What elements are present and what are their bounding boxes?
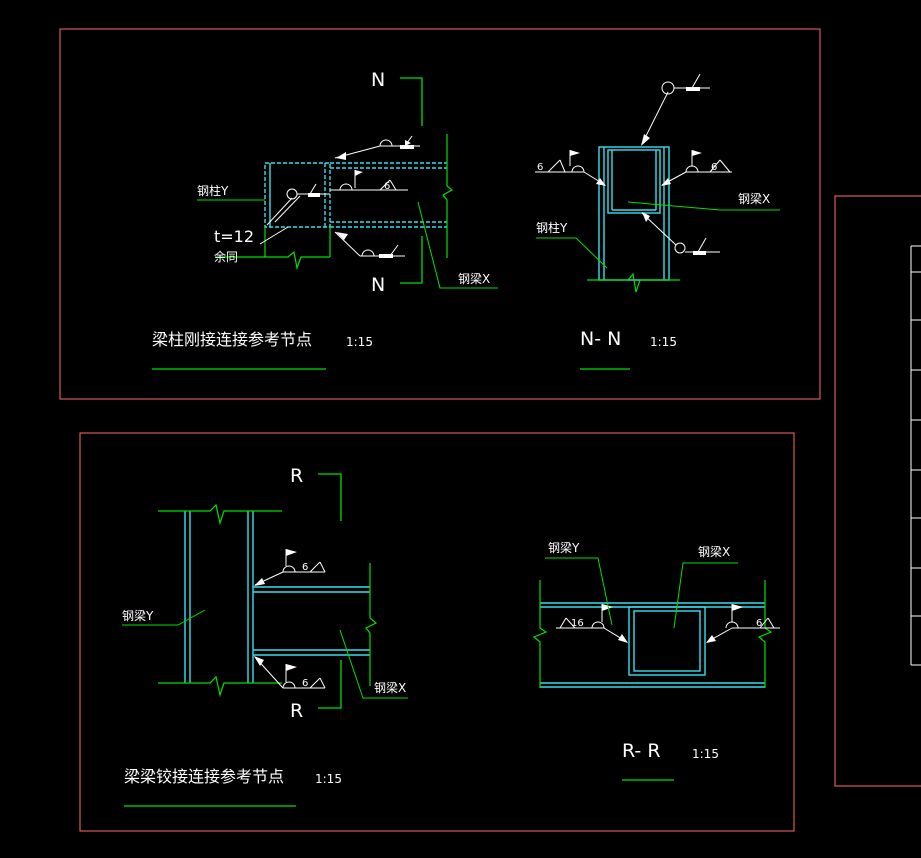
hinged-joint-scale: 1:15 xyxy=(315,772,342,786)
nn-weld-size-right: 6 xyxy=(711,162,717,173)
nn-column-label: 钢柱Y xyxy=(536,220,568,235)
rr-section-scale: 1:15 xyxy=(692,747,719,761)
hinge-weld-size-top: 6 xyxy=(302,562,308,573)
top-panel-frame xyxy=(59,28,821,400)
beam-label-x: 钢梁X xyxy=(458,271,490,286)
rr-weld-size-left: 16 xyxy=(571,618,584,629)
nn-section-scale: 1:15 xyxy=(650,335,677,349)
nn-section-title: N- N xyxy=(580,328,621,350)
rr-label-left: 钢梁Y xyxy=(548,540,580,555)
section-r-r: 16 6 钢梁Y 钢梁X R- R 1:15 xyxy=(532,540,780,781)
section-n-n: 6 6 钢梁X 钢柱Y N- N 1:15 xyxy=(535,73,780,370)
section-mark-n-top: N xyxy=(371,69,385,91)
weld-size-top-elevation: 6 xyxy=(384,181,390,192)
rigid-joint-scale: 1:15 xyxy=(346,335,373,349)
nn-weld-size-left: 6 xyxy=(537,162,543,173)
hinge-column-label: 钢梁Y xyxy=(122,608,154,623)
hinged-joint-elevation: R R xyxy=(122,465,408,807)
section-mark-r-top: R xyxy=(290,465,303,487)
bottom-panel-frame xyxy=(79,432,795,832)
right-panel-frame xyxy=(834,195,921,787)
rest-label: 余同 xyxy=(214,249,238,264)
thickness-label: t=12 xyxy=(214,227,254,246)
hinged-joint-title: 梁梁铰接连接参考节点 xyxy=(124,767,284,786)
hinge-weld-size-bottom: 6 xyxy=(302,678,308,689)
section-mark-n-bottom: N xyxy=(371,274,385,296)
column-label-y: 钢柱Y xyxy=(197,183,229,198)
section-mark-r-bottom: R xyxy=(290,700,303,722)
hinge-beam-label: 钢梁X xyxy=(374,680,406,695)
rr-label-right: 钢梁X xyxy=(698,544,730,559)
rigid-joint-title: 梁柱刚接连接参考节点 xyxy=(152,330,312,349)
rr-section-title: R- R xyxy=(622,740,661,762)
nn-beam-label: 钢梁X xyxy=(738,191,770,206)
rigid-joint-elevation: N N xyxy=(152,69,498,370)
rr-weld-size-right: 6 xyxy=(756,618,762,629)
right-table-partial xyxy=(910,245,921,666)
